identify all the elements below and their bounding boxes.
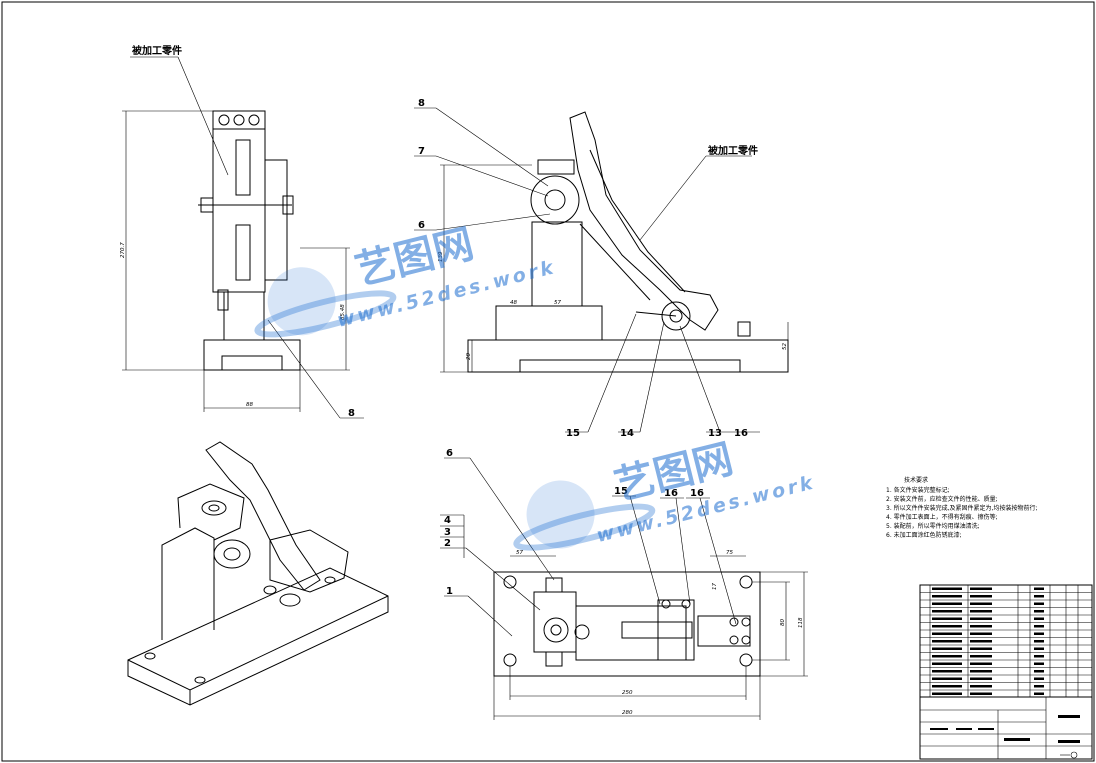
dim-top-left-offset: 57 — [516, 550, 523, 556]
bom-cell-bar — [970, 595, 992, 598]
bom-cell-bar — [932, 610, 962, 613]
bom-cell-bar — [932, 677, 962, 680]
dim-front-base-width: 88 — [246, 402, 253, 408]
bom-cell-bar — [932, 625, 962, 628]
dim-front-lower-height: 85.48 — [340, 304, 346, 320]
part-label-2: 2 — [444, 538, 451, 549]
bom-cell-bar — [1034, 595, 1044, 598]
tech-item-6: 6. 未加工面涂红色防锈底漆; — [886, 531, 962, 539]
bom-cell-bar — [970, 655, 992, 658]
bom-cell-bar — [932, 595, 962, 598]
dim-top-inner-width: 250 — [622, 690, 633, 696]
part-label-15: 16 — [664, 488, 678, 499]
bom-cell-bar — [1034, 655, 1044, 658]
part-label-1: 1 — [446, 586, 453, 597]
tech-item-3: 3. 所以文件件安装完成,及紧固件紧定为,均按装按物前行; — [886, 504, 1037, 512]
bom-cell-bar — [932, 587, 962, 590]
bom-cell-bar — [932, 617, 962, 620]
bom-cell-bar — [970, 617, 992, 620]
watermark-bottom: 艺图网 www.52des.work — [513, 436, 818, 551]
bom-cell-bar — [1034, 647, 1044, 650]
part-label-11: 13 — [708, 428, 722, 439]
dim-side-base-height: 20 — [466, 353, 472, 360]
part-label-9: 8 — [348, 408, 355, 419]
dim-top-small: 17 — [712, 583, 718, 590]
front-view — [122, 56, 364, 419]
dim-top-right-offset: 75 — [726, 550, 733, 556]
bom-cell-bar — [970, 647, 992, 650]
bom-cell-bar — [970, 625, 992, 628]
bom-cell-bar — [1034, 677, 1044, 680]
part-label-8: 8 — [418, 98, 425, 109]
tech-requirements: 技术要求 1. 各文件安装完整标记; 2. 安装文件前，应检查文件的性能、质量;… — [886, 476, 1037, 539]
dim-front-total-height: 270.7 — [120, 242, 126, 258]
dim-side-offset-2: 57 — [554, 300, 561, 306]
tech-item-1: 1. 各文件安装完整标记; — [886, 486, 950, 494]
bom-cell-bar — [1034, 685, 1044, 688]
tech-item-5: 5. 装配前，所以零件均用煤油清洗; — [886, 522, 980, 530]
bom-cell-bar — [970, 632, 992, 635]
bom-cell-bar — [932, 602, 962, 605]
bom-cell-bar — [932, 670, 962, 673]
bom-cell-bar — [1034, 610, 1044, 613]
dim-top-total-width: 280 — [622, 710, 633, 716]
tech-item-4: 4. 零件加工表面上，不得有刮痕、擦伤等; — [886, 513, 998, 521]
bom-cell-bar — [970, 685, 992, 688]
title-block — [919, 696, 1093, 760]
bom-cell-bar — [932, 655, 962, 658]
bom-cell-bar — [1034, 640, 1044, 643]
bom-cell-bar — [970, 640, 992, 643]
bom-cell-bar — [1034, 602, 1044, 605]
bom-cell-bar — [970, 677, 992, 680]
bom-cell-bar — [970, 692, 992, 695]
bom-cell-bar — [1034, 632, 1044, 635]
part-label-7: 7 — [418, 146, 425, 157]
bom-cell-bar — [932, 662, 962, 665]
side-view — [414, 107, 789, 433]
bom-cell-bar — [932, 692, 962, 695]
bom-cell-bar — [1034, 662, 1044, 665]
bom-cell-bar — [932, 647, 962, 650]
bom-cell-bar — [970, 670, 992, 673]
side-workpiece-label: 被加工零件 — [708, 144, 758, 157]
part-label-13: 15 — [566, 428, 580, 439]
bom-cell-bar — [932, 685, 962, 688]
bom-cell-bar — [1034, 617, 1044, 620]
part-label-14: 15 — [614, 486, 628, 497]
part-label-12: 14 — [620, 428, 634, 439]
part-label-3: 3 — [444, 527, 451, 538]
bill-of-materials — [919, 584, 1093, 698]
dim-side-offset-1: 48 — [510, 300, 517, 306]
top-view — [440, 457, 808, 720]
part-label-16-top: 16 — [690, 488, 704, 499]
dim-side-height: 139 — [438, 251, 444, 262]
part-label-6-top: 6 — [446, 448, 453, 459]
tech-requirements-title: 技术要求 — [904, 476, 928, 484]
isometric-view — [127, 441, 389, 706]
bom-cell-bar — [1034, 587, 1044, 590]
dim-top-outer-height: 118 — [798, 617, 804, 628]
bom-cell-bar — [1034, 692, 1044, 695]
bom-cell-bar — [970, 662, 992, 665]
bom-cell-bar — [932, 640, 962, 643]
bom-cell-bar — [970, 587, 992, 590]
bom-cell-bar — [970, 602, 992, 605]
bom-cell-bar — [932, 632, 962, 635]
bom-cell-bar — [1034, 670, 1044, 673]
watermark-top: 艺图网 www.52des.work — [254, 221, 558, 338]
tech-item-2: 2. 安装文件前，应检查文件的性能、质量; — [886, 495, 998, 503]
part-label-4: 4 — [444, 515, 451, 526]
part-label-6-side: 6 — [418, 220, 425, 231]
part-label-16-side: 16 — [734, 428, 748, 439]
front-workpiece-label: 被加工零件 — [132, 44, 182, 57]
bom-cell-bar — [1034, 625, 1044, 628]
bom-cell-bar — [970, 610, 992, 613]
dim-top-inner-height: 80 — [780, 619, 786, 626]
dim-side-right-height: 52 — [782, 343, 788, 350]
